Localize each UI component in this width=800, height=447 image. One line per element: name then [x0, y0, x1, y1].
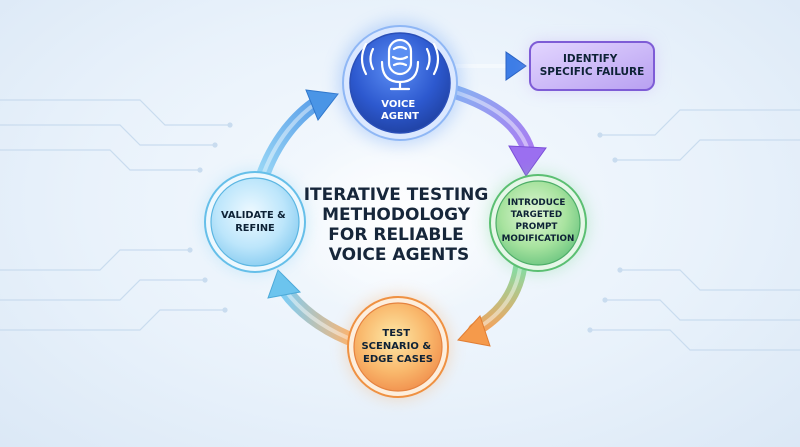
arrow-modification-to-test — [457, 261, 527, 347]
node-identify-failure: IDENTIFY SPECIFIC FAILURE — [529, 41, 655, 91]
svg-text:TEST SCENARIO & ED: TEST SCENARIO & EDGE CASES — [361, 328, 434, 365]
test-scenario-label-line-2: SCENARIO & — [361, 341, 431, 352]
node-voice-agent: VOICE AGENT — [338, 21, 462, 145]
svg-text:INTRODUCE TARGETED: INTRODUCE TARGETED PROMPT MODIFICATION — [502, 198, 575, 244]
arrow-test-to-validate — [267, 269, 355, 345]
validate-label-line-1: VALIDATE & — [221, 210, 286, 221]
validate-label-line-2: REFINE — [235, 223, 274, 234]
test-scenario-label-line-3: EDGE CASES — [363, 354, 433, 365]
title-line-3: FOR RELIABLE — [328, 225, 464, 245]
modification-label-line-3: PROMPT — [516, 222, 558, 232]
voice-agent-label-line-2: AGENT — [381, 111, 419, 122]
svg-text:VALIDATE & REFINE: VALIDATE & REFINE — [221, 210, 289, 234]
title-line-1: ITERATIVE TESTING — [304, 185, 489, 205]
voice-agent-label-line-1: VOICE — [381, 99, 415, 110]
title-line-4: VOICE AGENTS — [329, 245, 469, 265]
title-line-2: METHODOLOGY — [322, 205, 471, 225]
diagram-title: ITERATIVE TESTING METHODOLOGY FOR RELIAB… — [304, 185, 495, 265]
modification-label-line-4: MODIFICATION — [502, 234, 575, 244]
svg-text:VOICE AGENT: VOICE AGENT — [381, 99, 419, 122]
test-scenario-label-line-1: TEST — [382, 328, 410, 339]
identify-failure-label-line-1: IDENTIFY — [563, 53, 618, 65]
arrow-voice-to-modification — [448, 85, 547, 177]
identify-failure-label-line-2: SPECIFIC FAILURE — [540, 66, 645, 78]
node-test-scenario: TEST SCENARIO & EDGE CASES — [346, 295, 450, 399]
svg-text:IDENTIFY SPECIFIC FAILUR: IDENTIFY SPECIFIC FAILURE — [540, 53, 645, 78]
circuit-lines-right — [587, 109, 800, 351]
center-glow — [280, 130, 520, 320]
arrow-validate-to-voice — [255, 89, 339, 185]
circuit-lines-left — [0, 99, 233, 331]
microphone-brain-icon — [360, 38, 440, 91]
arrow-voice-to-identify — [443, 51, 527, 81]
node-introduce-modification: INTRODUCE TARGETED PROMPT MODIFICATION — [488, 173, 588, 273]
modification-label-line-2: TARGETED — [511, 210, 562, 220]
node-validate-refine: VALIDATE & REFINE — [203, 170, 307, 274]
modification-label-line-1: INTRODUCE — [508, 198, 566, 208]
